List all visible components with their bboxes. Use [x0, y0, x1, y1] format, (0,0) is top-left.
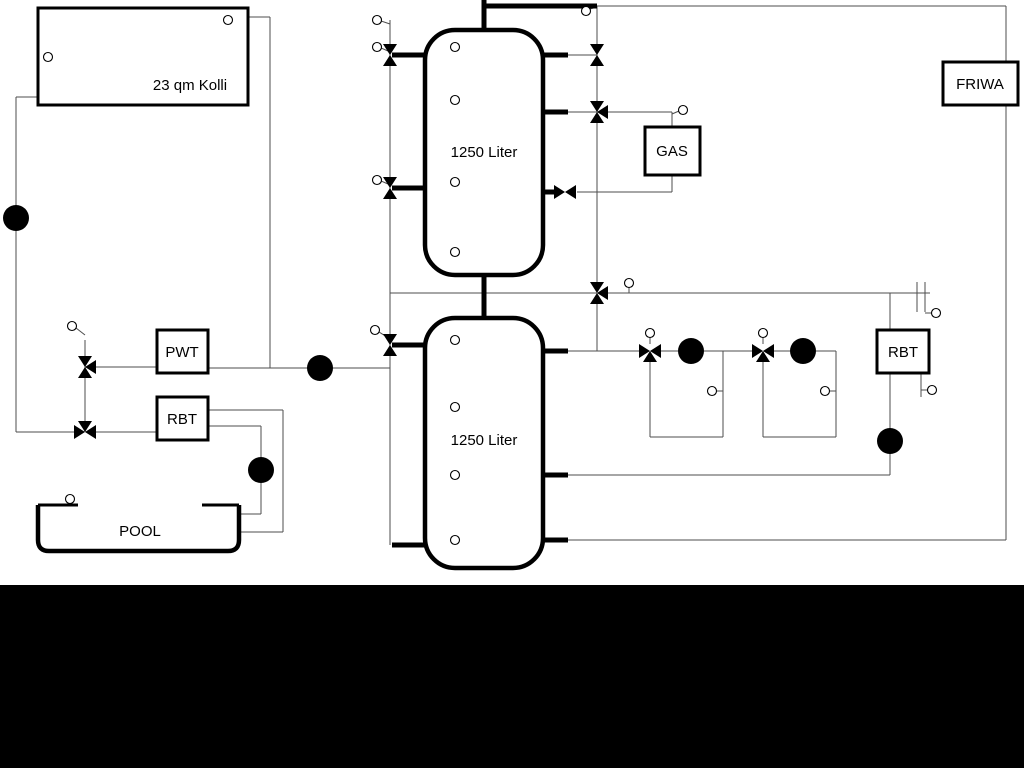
gas-boiler-label: GAS — [656, 143, 688, 160]
gas-return-valve-icon — [554, 185, 576, 199]
rbt-return-pump-icon — [877, 428, 903, 454]
rbt-right-label: RBT — [888, 344, 918, 361]
heating-circuit-1-mixer-valve-icon — [639, 344, 661, 362]
tank1-sensor-3-icon — [449, 176, 461, 188]
riser-top-sensor-icon — [371, 14, 383, 26]
heating-circuit-2-mixer-valve-icon — [752, 344, 774, 362]
gas-inlet-sensor-icon — [677, 104, 689, 116]
buffer-tank-bottom-label: 1250 Liter — [451, 432, 518, 449]
tank1-sensor-4-icon — [449, 246, 461, 258]
rbt-left-label: RBT — [167, 411, 197, 428]
mixer-2-sensor-icon — [757, 327, 769, 339]
pool-basin — [35, 503, 242, 554]
mixer-1-sensor-icon — [644, 327, 656, 339]
solar-collector-box — [36, 6, 250, 107]
rbt-supply-sensor-icon — [930, 307, 942, 319]
tank1-sensor-2-icon — [449, 94, 461, 106]
buffer-tank-top-label: 1250 Liter — [451, 144, 518, 161]
heating-circuit-1-pump-icon — [678, 338, 704, 364]
pwt-label: PWT — [165, 344, 198, 361]
pipes — [15, 5, 1007, 545]
header-sensor-icon — [580, 5, 592, 17]
distribution-sensor-icon — [623, 277, 635, 289]
riser-valve-top-sensor-icon — [371, 41, 383, 53]
solar-three-way-valve-lower-icon — [74, 421, 96, 439]
collector-label: 23 qm Kolli — [153, 77, 227, 94]
tank2-sensor-4-icon — [449, 534, 461, 546]
friwa-label: FRIWA — [956, 76, 1004, 93]
temperature-sensors — [42, 5, 942, 546]
pwt-heat-exchanger-box — [155, 328, 210, 375]
rbt-right-box — [875, 328, 931, 375]
tank1-sensor-1-icon — [449, 41, 461, 53]
pool-label: POOL — [119, 523, 161, 540]
buffer-tank-bottom — [422, 315, 546, 571]
rbt-return-sensor-icon — [926, 384, 938, 396]
riser-valve-mid-sensor-icon — [371, 174, 383, 186]
tank2-sensor-2-icon — [449, 401, 461, 413]
pool-pump-icon — [248, 457, 274, 483]
buffer-tank-top — [422, 27, 546, 278]
tank2-sensor-1-icon — [449, 334, 461, 346]
solar-three-way-valve-upper-icon — [78, 356, 96, 378]
gas-boiler-box — [643, 125, 702, 177]
collector-sensor-top-icon — [222, 14, 234, 26]
solar-manifold-sensor-icon — [66, 320, 78, 332]
tank2-sensor-3-icon — [449, 469, 461, 481]
collector-sensor-left-icon — [42, 51, 54, 63]
heating-circuit-1-sensor-icon — [706, 385, 718, 397]
pool-sensor-icon — [64, 493, 76, 505]
friwa-box — [941, 60, 1020, 107]
riser-valve-bottom-sensor-icon — [369, 324, 381, 336]
heating-circuit-2-pump-icon — [790, 338, 816, 364]
solar-pump-icon — [3, 205, 29, 231]
buffer-charge-pump-icon — [307, 355, 333, 381]
rbt-left-box — [155, 395, 210, 442]
footer-black-band — [0, 585, 1024, 768]
main-pipes — [392, 0, 597, 548]
heating-circuit-2-sensor-icon — [819, 385, 831, 397]
